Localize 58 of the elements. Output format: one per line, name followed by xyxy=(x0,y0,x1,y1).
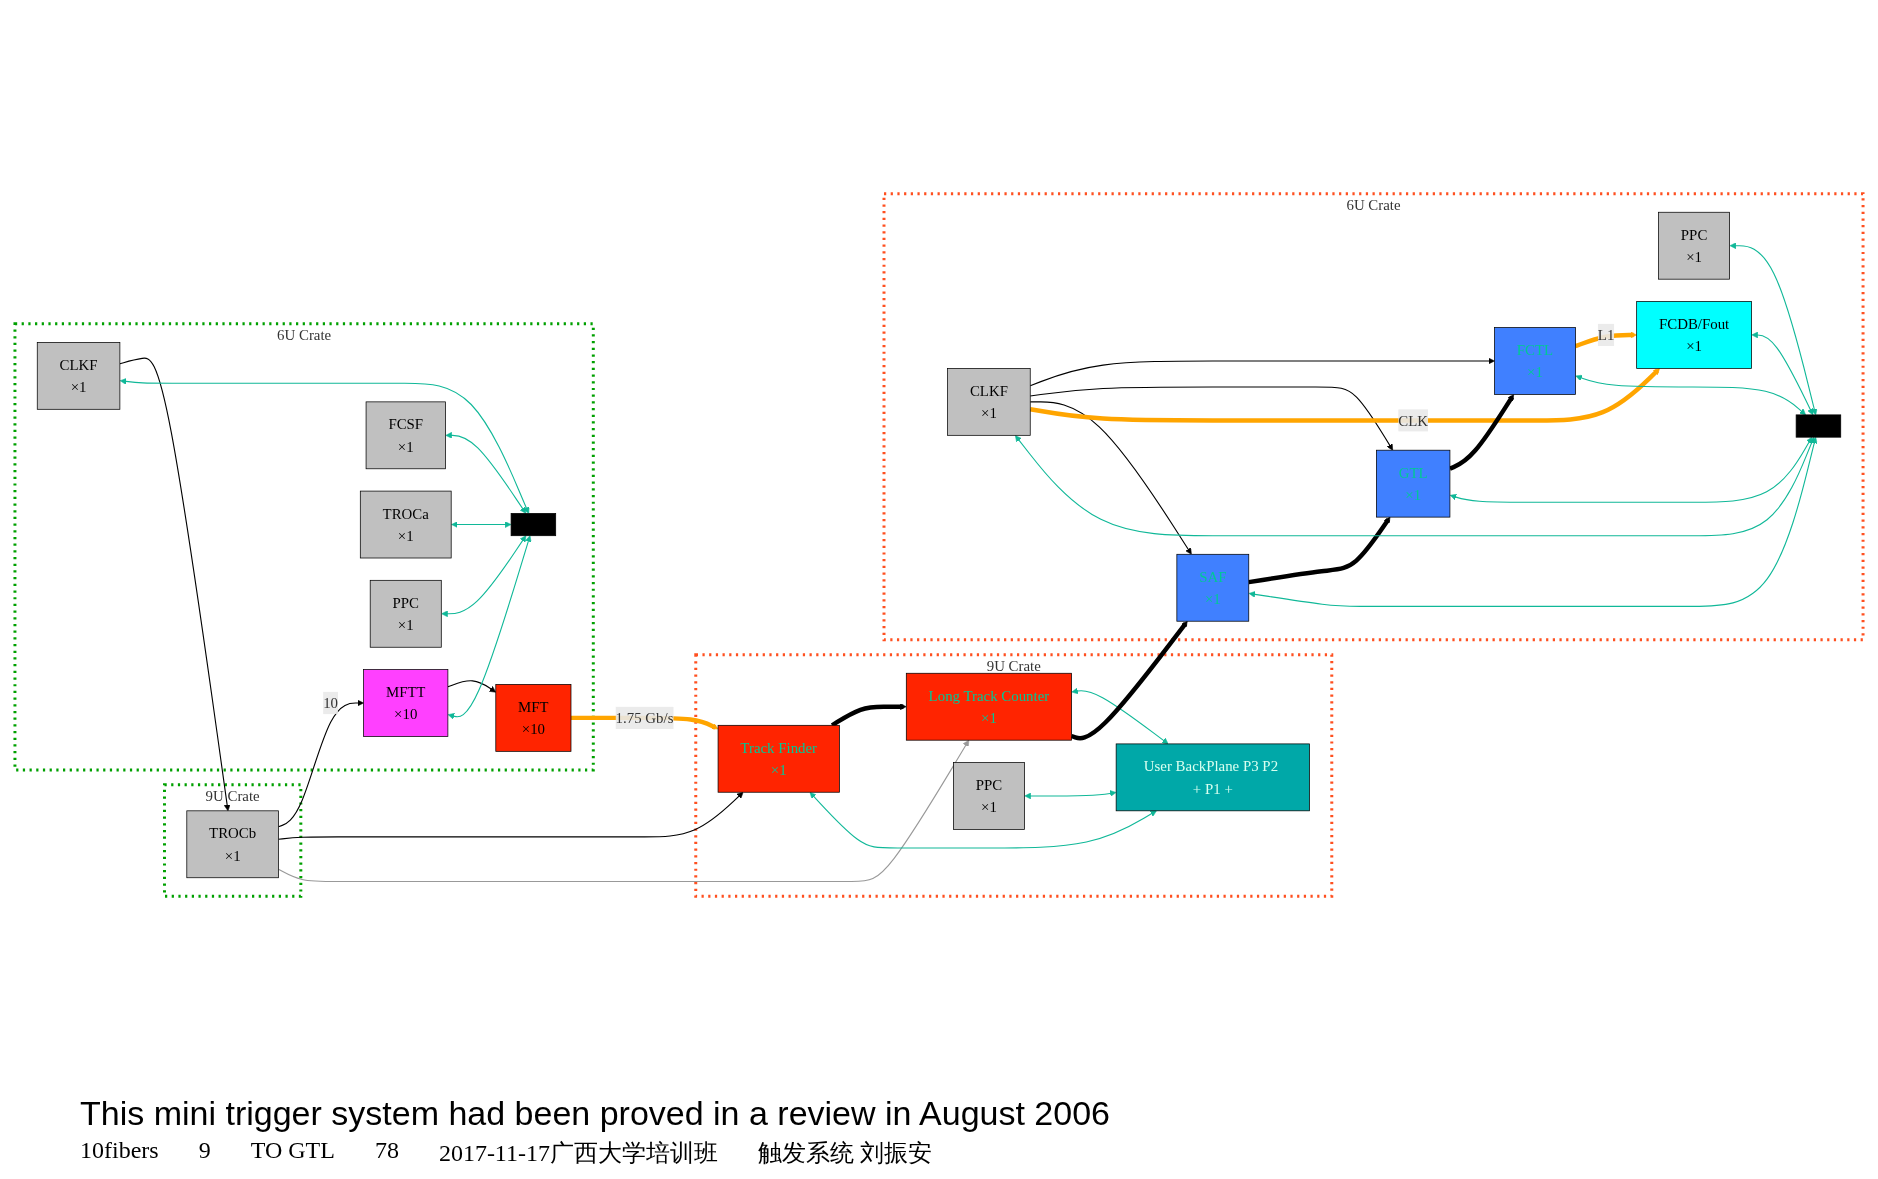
arrow xyxy=(1029,386,1393,451)
node-box: PPC ×1 xyxy=(369,579,442,648)
arrow xyxy=(119,378,530,514)
edge-label: L1 xyxy=(1597,326,1615,344)
arrow xyxy=(1751,331,1814,416)
arrow xyxy=(1071,687,1169,745)
arrow xyxy=(1024,790,1117,800)
arrow xyxy=(447,535,532,720)
arrow xyxy=(277,699,364,828)
node-box: PPC ×1 xyxy=(953,762,1025,830)
note-text: 9 xyxy=(198,1137,211,1165)
arrow xyxy=(1015,435,1815,537)
node-box: PPC ×1 xyxy=(1658,211,1730,280)
note-text: 78 xyxy=(374,1137,399,1165)
node-bar xyxy=(1795,414,1842,438)
arrow xyxy=(809,792,1157,849)
arrow xyxy=(277,739,970,882)
node-box: CLKF ×1 xyxy=(36,342,121,410)
caption: This mini trigger system had been proved in a review in August 2006 xyxy=(80,1094,1111,1133)
node-box: CLKF ×1 xyxy=(947,368,1031,436)
node-box: MFT ×10 xyxy=(495,684,572,752)
arrow xyxy=(830,703,907,728)
edge-label: 1.75 Gb/s xyxy=(615,709,674,727)
arrow xyxy=(447,680,497,693)
arrow xyxy=(1248,436,1818,607)
note-text: 10fibers xyxy=(80,1137,159,1165)
edge-label: 10 xyxy=(323,694,338,712)
node-bar xyxy=(510,513,557,537)
node-box: User BackPlane P3 P2 + P1 + xyxy=(1115,743,1310,812)
arrow xyxy=(1575,374,1806,416)
arrow xyxy=(441,535,527,618)
arrow xyxy=(1449,436,1813,503)
arrow xyxy=(277,791,744,840)
arrow xyxy=(1029,368,1660,423)
note-text: TO GTL xyxy=(250,1137,335,1165)
arrow xyxy=(1248,516,1391,585)
node-box: TROCb ×1 xyxy=(186,810,279,879)
arrow xyxy=(1029,401,1192,555)
node-box: Track Finder ×1 xyxy=(717,724,840,793)
node-box: MFTT ×10 xyxy=(363,669,449,737)
arrow xyxy=(1574,331,1637,349)
node-box: GTL ×1 xyxy=(1376,449,1451,518)
node-box: FCTL ×1 xyxy=(1494,327,1576,395)
arrow xyxy=(1729,242,1818,416)
arrow xyxy=(1449,394,1514,471)
note-text: 2017-11-17广西大学培训班 xyxy=(438,1139,718,1168)
arrow xyxy=(1029,357,1495,387)
node-box: FCSF ×1 xyxy=(365,401,446,470)
arrow xyxy=(445,432,527,514)
node-box: TROCa ×1 xyxy=(359,490,452,559)
note-text: 触发系统 刘振安 xyxy=(757,1139,932,1168)
arrow xyxy=(1070,620,1188,741)
arrow xyxy=(119,357,231,812)
node-box: Long Track Counter ×1 xyxy=(905,672,1072,741)
arrow xyxy=(451,521,512,528)
node-box: FCDB/Fout ×1 xyxy=(1636,301,1752,369)
node-box: SAF ×1 xyxy=(1176,553,1250,622)
edge-label: CLK xyxy=(1398,412,1429,429)
